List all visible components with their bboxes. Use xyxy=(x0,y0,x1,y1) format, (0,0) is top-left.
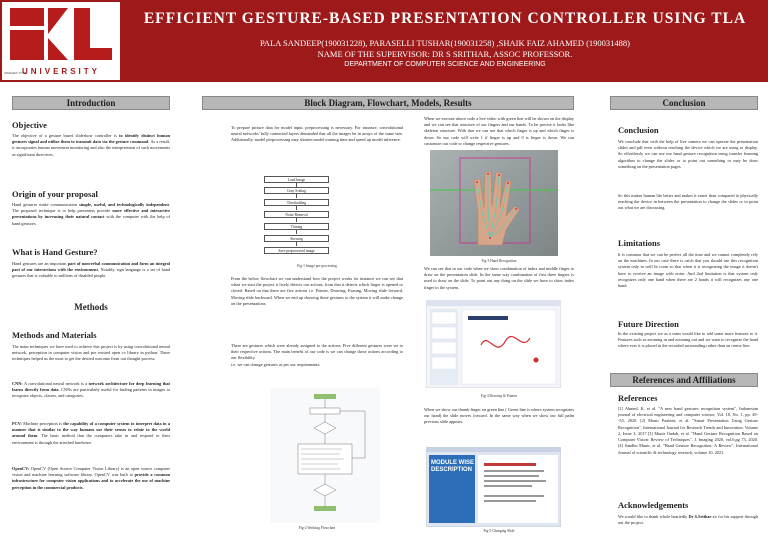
department-line: DEPARTMENT OF COMPUTER SCIENCE AND ENGIN… xyxy=(344,61,546,68)
conclusion-banner: Conclusion xyxy=(610,96,758,110)
changing-slide-image xyxy=(426,447,561,527)
limitations-text: It is common that we can be perfect all … xyxy=(618,252,758,289)
fig4-caption: Fig-4 Drawing & Pointer xyxy=(480,394,518,398)
acknowledgements-text: We would like to thank whole heartedly D… xyxy=(618,514,758,526)
flow-step: Thining xyxy=(264,223,329,230)
gesture-assignment-text: There are gestures which were already as… xyxy=(231,343,403,367)
references-text: [1] Ahmed, K, et al. "A new hand gesture… xyxy=(618,406,758,455)
working-flowchart-diagram xyxy=(270,388,380,523)
fig1-caption: Fig-1 Image pre-processing xyxy=(297,264,337,268)
references-banner: References and Affiliations xyxy=(610,373,758,387)
future-direction-text: In the existing project we as a team wou… xyxy=(618,331,758,349)
references-heading: References xyxy=(618,393,658,403)
flow-step: Noise Removal xyxy=(264,211,329,218)
flow-arrow xyxy=(296,218,297,222)
flowchart-explanation: From the below flowchart we can understa… xyxy=(231,276,403,306)
acknowledgements-heading: Acknowledgements xyxy=(618,500,689,510)
methods-heading: Methods and Materials xyxy=(12,330,97,340)
logo-university-text: UNIVERSITY xyxy=(21,67,100,76)
limitations-heading: Limitations xyxy=(618,238,661,248)
logo-deemed-text: (DEEMED TO BE xyxy=(4,71,28,75)
flow-arrow xyxy=(296,183,297,187)
cnn-text: CNN: A convolutional neural network is a… xyxy=(12,381,170,399)
fig3-caption: Fig-3 Hand Recognition xyxy=(481,259,517,263)
authors-line: PALA SANDEEP(190031228), PARASELLI TUSHA… xyxy=(259,38,630,48)
hand-recognition-text: When we execute above code a live video … xyxy=(424,116,574,146)
flow-step: Load Image xyxy=(264,176,329,183)
objective-text: The objective of a gesture based slidesh… xyxy=(12,133,170,157)
slide-heading: MODULE WISE DESCRIPTION xyxy=(431,460,474,473)
preprocessing-text: To prepare picture data for model input,… xyxy=(231,125,403,143)
conclusion-text: We conclude that with the help of live c… xyxy=(618,139,758,169)
future-direction-heading: Future Direction xyxy=(618,319,679,329)
objective-heading: Objective xyxy=(12,120,47,130)
hand-recognition-image xyxy=(430,150,558,256)
conclusion-text-2: So this makes human life better and make… xyxy=(618,193,758,211)
opencv-text: OpenCV: OpenCV (Open Source Computer Vis… xyxy=(12,466,170,490)
poster-header: (DEEMED TO BE UNIVERSITY EFFICIENT GESTU… xyxy=(0,0,768,82)
kl-logo-icon xyxy=(10,8,112,60)
flow-arrow xyxy=(296,194,297,198)
flow-step: Thresholding xyxy=(264,199,329,206)
pcv-text: PCV: Machine perception is the capabilit… xyxy=(12,421,170,445)
flow-arrow xyxy=(296,242,297,246)
university-logo: (DEEMED TO BE UNIVERSITY xyxy=(2,2,120,80)
flow-step: Save preprocessed image xyxy=(264,247,329,254)
origin-text: Hand gestures make communication simple,… xyxy=(12,202,170,226)
drawing-pointer-image xyxy=(426,300,561,388)
flow-step: Skewing xyxy=(264,235,329,242)
flow-step: Gray Scaling xyxy=(264,187,329,194)
hand-gesture-heading: What is Hand Gesture? xyxy=(12,247,98,257)
poster-title: EFFICIENT GESTURE-BASED PRESENTATION CON… xyxy=(143,10,747,27)
block-diagram-banner: Block Diagram, Flowchart, Models, Result… xyxy=(202,96,574,110)
conclusion-heading: Conclusion xyxy=(618,125,659,135)
supervisor-line: NAME OF THE SUPERVISOR: DR S SRITHAR, AS… xyxy=(317,49,573,59)
slide-change-text: When we show our thumb finger on green l… xyxy=(424,407,574,425)
fig5-caption: Fig-5 Changing Slide xyxy=(483,529,515,533)
hand-gesture-text: Hand gestures are an important part of n… xyxy=(12,261,170,279)
fig2-caption: Fig-2 Working Flowchart xyxy=(298,526,336,530)
drawing-text: We can see that in our code when we show… xyxy=(424,266,574,290)
methods-banner: Methods xyxy=(74,302,108,312)
flow-arrow xyxy=(296,230,297,234)
origin-heading: Origin of your proposal xyxy=(12,189,98,199)
methods-text: The main techniques we have used to achi… xyxy=(12,344,170,362)
flow-arrow xyxy=(296,206,297,210)
introduction-banner: Introduction xyxy=(12,96,170,110)
